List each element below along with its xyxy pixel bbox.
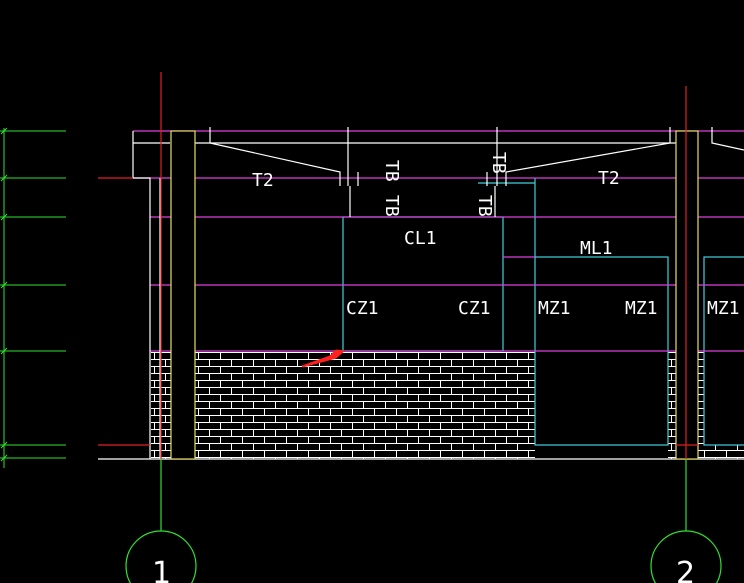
column-right — [675, 130, 699, 460]
axis-lines — [98, 72, 698, 459]
label-tb-upper-right[interactable]: TB — [488, 152, 509, 174]
label-cl1[interactable]: CL1 — [404, 228, 437, 249]
axis-bubble-1[interactable]: 1 — [125, 530, 197, 583]
label-cz1-right[interactable]: CZ1 — [458, 298, 491, 319]
label-tb-upper-left[interactable]: TB — [381, 160, 402, 182]
label-mz1-a[interactable]: MZ1 — [538, 298, 571, 319]
structure-outline — [98, 127, 744, 460]
red-arrow-icon — [301, 349, 346, 368]
label-t2-right[interactable]: T2 — [598, 168, 620, 189]
label-mz1-c[interactable]: MZ1 — [707, 298, 740, 319]
axis-label-2: 2 — [676, 556, 695, 583]
dimension-line-left — [0, 127, 66, 468]
label-cz1-left[interactable]: CZ1 — [346, 298, 379, 319]
axis-bubble-2[interactable]: 2 — [650, 530, 722, 583]
slab-lines — [133, 130, 744, 352]
label-tb-lower-right[interactable]: TB — [474, 195, 495, 217]
column-left — [170, 130, 196, 460]
brick-wall-main — [195, 352, 535, 459]
label-t2-left[interactable]: T2 — [252, 170, 274, 191]
label-mz1-b[interactable]: MZ1 — [625, 298, 658, 319]
label-ml1[interactable]: ML1 — [580, 238, 613, 259]
window-opening — [342, 216, 504, 352]
axis-label-1: 1 — [152, 556, 171, 583]
label-tb-lower-left[interactable]: TB — [381, 195, 402, 217]
axis-leaders — [160, 459, 687, 531]
